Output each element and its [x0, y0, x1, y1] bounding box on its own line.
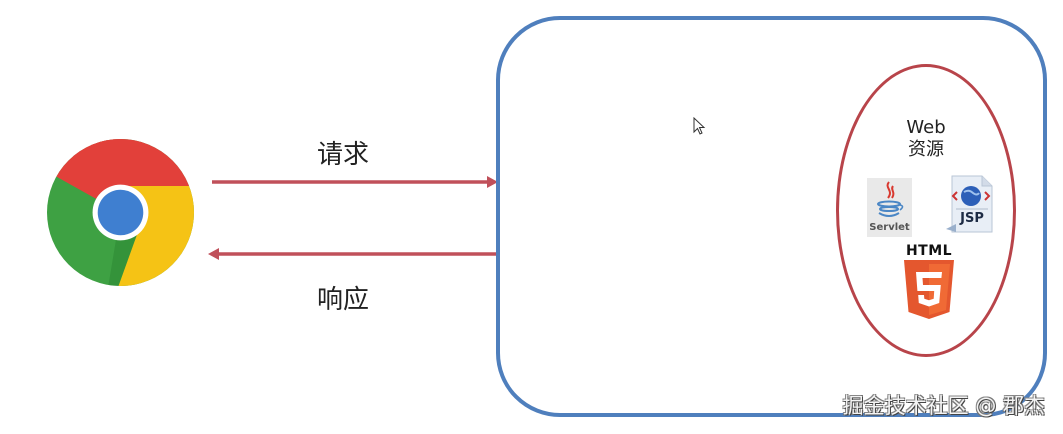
- web-resources-ellipse: [836, 64, 1016, 357]
- jsp-label: JSP: [960, 211, 984, 226]
- web-resources-title-line2: 资源: [908, 139, 944, 160]
- request-arrow: [211, 174, 498, 188]
- web-server-box: [496, 16, 1047, 417]
- response-arrow: [208, 246, 498, 260]
- servlet-java-icon: Servlet: [867, 178, 912, 237]
- jsp-file-icon: JSP: [944, 174, 994, 234]
- web-resources-title: Web 资源: [886, 117, 966, 161]
- response-label: 响应: [317, 285, 370, 315]
- mouse-cursor-icon: [693, 116, 707, 137]
- servlet-label: Servlet: [869, 222, 910, 233]
- web-resources-title-line1: Web: [906, 117, 946, 138]
- request-label: 请求: [317, 140, 370, 170]
- watermark-text: 掘金技术社区 @ 郡杰: [842, 394, 1045, 418]
- html5-shield-icon: [902, 259, 956, 321]
- html5-label: HTML: [905, 243, 953, 259]
- chrome-browser-icon: [47, 139, 194, 286]
